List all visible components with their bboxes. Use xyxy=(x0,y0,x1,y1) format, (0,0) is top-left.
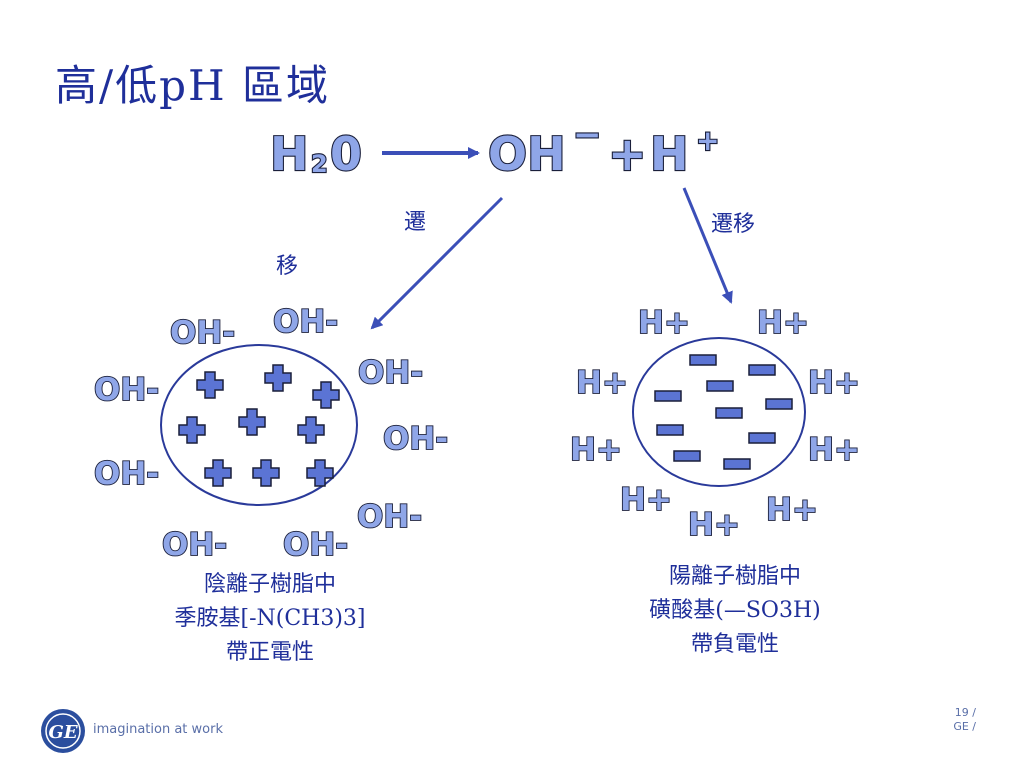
anion-resin-bead xyxy=(160,344,358,506)
oh-ion-label: OH- xyxy=(94,372,159,408)
reaction-equation: H 2 0 OH − + H + xyxy=(269,114,721,182)
plus-charge xyxy=(238,408,266,436)
oh-ion-label: OH- xyxy=(283,527,348,563)
plus-charge xyxy=(264,364,292,392)
minus-charge xyxy=(748,364,776,376)
plus-charge xyxy=(306,459,334,487)
migration-arrow-left xyxy=(370,196,504,330)
h-ion-label: H+ xyxy=(808,365,860,401)
cation-caption-line2: 磺酸基(—SO3H) xyxy=(649,598,821,623)
migration-label-left-2: 移 xyxy=(276,254,299,279)
cation-caption-line3: 帶負電性 xyxy=(690,632,779,657)
plus-charge xyxy=(312,381,340,409)
minus-charge xyxy=(654,390,682,402)
anion-caption-line2: 季胺基[-N(CH3)3] xyxy=(174,606,366,631)
product-oh: OH xyxy=(488,127,566,181)
h-ion-label: H+ xyxy=(766,492,818,528)
negative-charges xyxy=(654,354,793,470)
plus-charge xyxy=(196,371,224,399)
cation-resin-bead xyxy=(632,337,806,487)
h-ion-label: H+ xyxy=(757,305,809,341)
minus-charge xyxy=(748,432,776,444)
plus-charge xyxy=(178,416,206,444)
plus-charge xyxy=(204,459,232,487)
minus-charge xyxy=(715,407,743,419)
oh-ion-label: OH- xyxy=(383,421,448,457)
product-h-charge: + xyxy=(696,124,719,157)
oh-ion-label: OH- xyxy=(357,499,422,535)
positive-charges xyxy=(178,364,340,487)
plus-charge xyxy=(297,416,325,444)
minus-charge xyxy=(765,398,793,410)
cation-caption: 陽離子樹脂中 磺酸基(—SO3H) 帶負電性 xyxy=(615,560,855,662)
hydroxide-ions: OH-OH-OH-OH-OH-OH-OH-OH-OH- xyxy=(93,303,449,564)
minus-charge xyxy=(723,458,751,470)
equation-plus: + xyxy=(608,127,647,181)
product-h: H xyxy=(650,127,689,181)
anion-caption-line1: 陰離子樹脂中 xyxy=(203,572,336,597)
reactant-tail: 0 xyxy=(330,127,362,181)
anion-caption: 陰離子樹脂中 季胺基[-N(CH3)3] 帶正電性 xyxy=(150,568,390,670)
reactant-subscript: 2 xyxy=(311,150,328,178)
minus-charge xyxy=(706,380,734,392)
hydrogen-ions: H+ H+ H+ H+ H+ H+ H+ H+ H+ xyxy=(569,304,861,544)
plus-charge xyxy=(252,459,280,487)
reactant-h: H xyxy=(270,127,309,181)
page-number: 19 / GE / xyxy=(953,706,976,734)
h-ion-label: H+ xyxy=(808,432,860,468)
migration-arrow-right xyxy=(682,187,733,304)
ge-logo-icon: GE xyxy=(41,709,85,753)
anion-caption-line3: 帶正電性 xyxy=(225,640,314,665)
page-number-line1: 19 / xyxy=(954,706,976,719)
oh-ion-label: OH- xyxy=(162,527,227,563)
oh-ion-label: OH- xyxy=(94,456,159,492)
oh-ion-label: OH- xyxy=(358,355,423,391)
cation-caption-line1: 陽離子樹脂中 xyxy=(668,564,801,589)
page-title: 高/低pH 區域 xyxy=(55,61,331,110)
oh-ion-label: OH- xyxy=(170,315,235,351)
oh-ion-label: OH- xyxy=(273,304,338,340)
h-ion-label: H+ xyxy=(620,482,672,518)
page-number-line2: GE / xyxy=(953,720,976,733)
h-ion-label: H+ xyxy=(570,432,622,468)
h-ion-label: H+ xyxy=(688,507,740,543)
migration-label-left-1: 遷 xyxy=(404,210,427,235)
ge-logo-text: GE xyxy=(48,722,77,743)
footer-tagline: imagination at work xyxy=(93,722,223,737)
h-ion-label: H+ xyxy=(576,365,628,401)
h-ion-label: H+ xyxy=(638,305,690,341)
minus-charge xyxy=(673,450,701,462)
minus-charge xyxy=(656,424,684,436)
minus-charge xyxy=(689,354,717,366)
product-oh-charge: − xyxy=(573,115,602,155)
migration-label-right: 遷移 xyxy=(711,212,756,237)
